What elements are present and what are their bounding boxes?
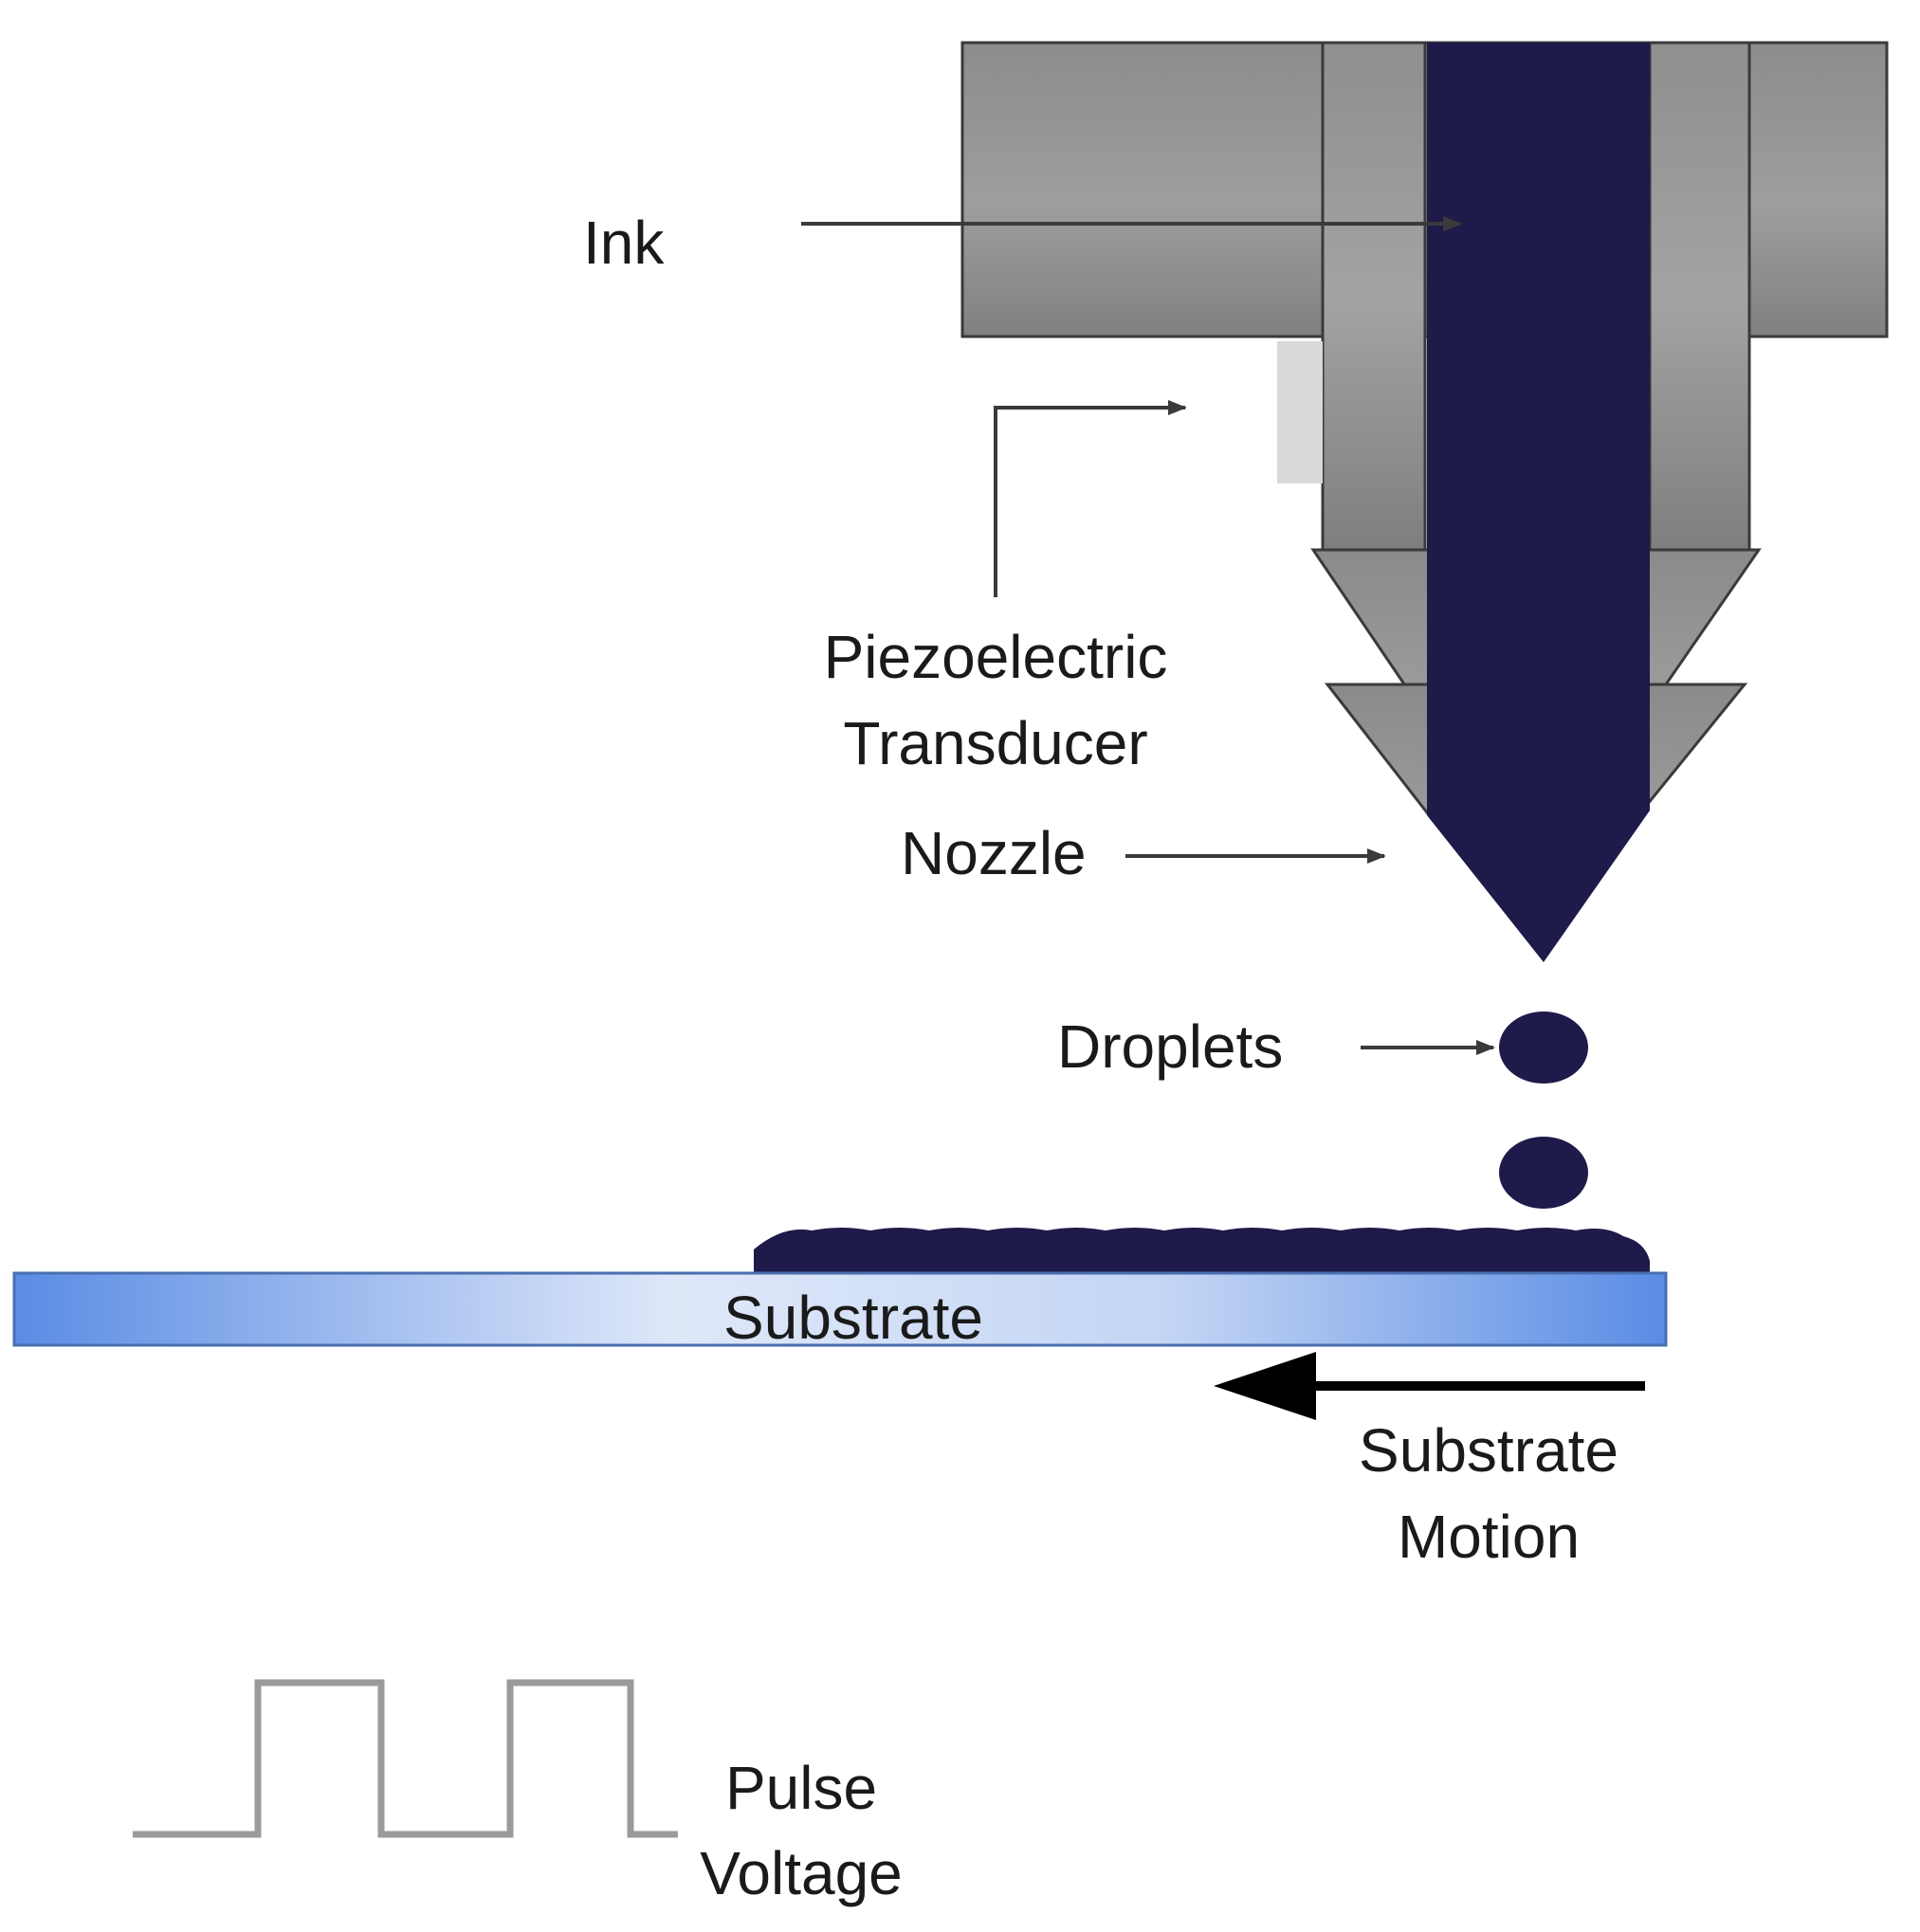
piezo-label-line2: Transducer [843,709,1147,777]
substrate-label: Substrate [723,1284,983,1352]
droplet [1499,1137,1588,1209]
nozzle-label: Nozzle [901,819,1087,887]
ink-channel [1427,43,1650,962]
pulse-voltage-waveform [133,1679,678,1838]
substrate-motion-label-line1: Substrate [1359,1416,1618,1485]
droplets-label: Droplets [1057,1012,1283,1081]
piezoelectric-transducer [1277,341,1323,483]
substrate [12,1271,1668,1347]
substrate-motion-arrow-head [1214,1352,1316,1420]
substrate-motion-label-line2: Motion [1398,1503,1580,1571]
nozzle-wall-right [1648,41,1751,556]
droplet [1499,1012,1588,1084]
pulse-voltage-label-line2: Voltage [700,1839,903,1907]
piezo-label-line1: Piezoelectric [824,623,1168,691]
piezo-leader-line [994,400,1187,597]
nozzle-wall-left [1321,41,1427,556]
pulse-voltage-label-line1: Pulse [725,1754,877,1822]
deposited-ink [754,1228,1650,1275]
ink-label: Ink [583,209,665,277]
